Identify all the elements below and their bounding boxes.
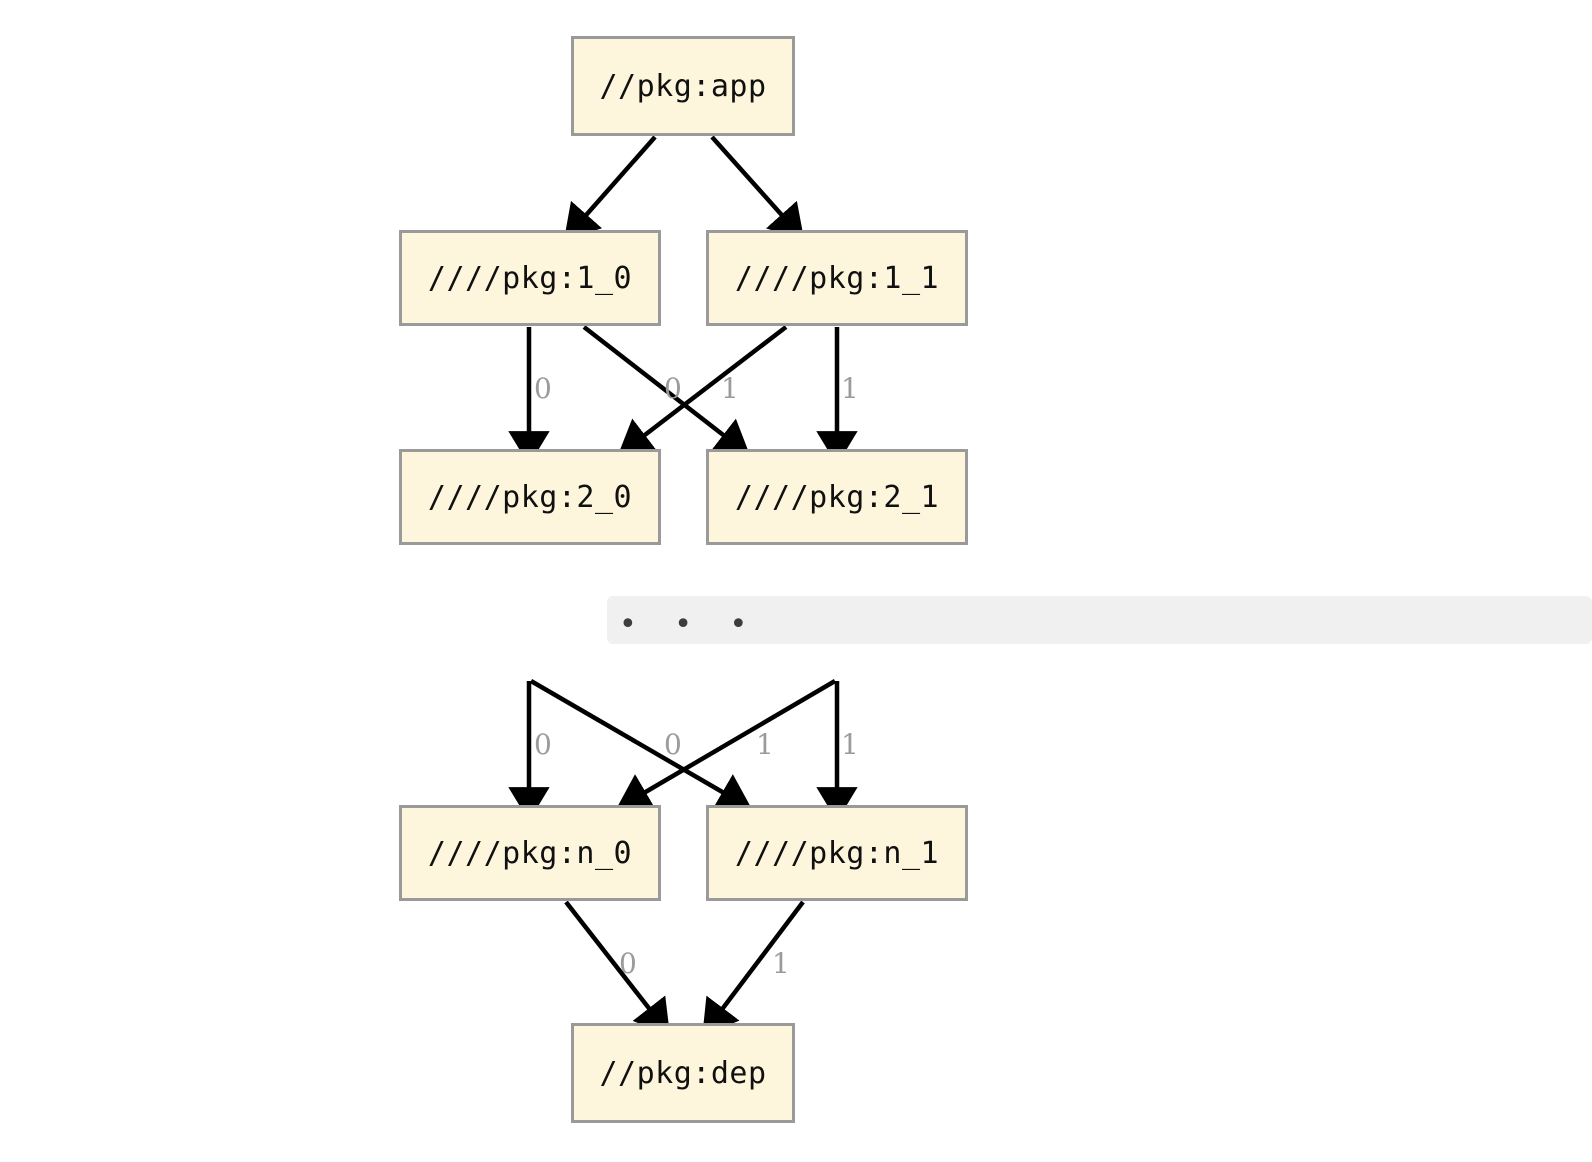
node-pkg-n_0[interactable]: ////pkg:n_0 — [399, 805, 661, 901]
node-label: ////pkg:2_0 — [427, 479, 633, 515]
edge-label-1_1-2_1: 1 — [841, 372, 859, 405]
node-label: ////pkg:1_0 — [427, 260, 633, 296]
node-pkg-2_1[interactable]: ////pkg:2_1 — [706, 449, 968, 545]
node-pkg-n_1[interactable]: ////pkg:n_1 — [706, 805, 968, 901]
node-pkg-app[interactable]: //pkg:app — [571, 36, 795, 136]
edge-label-cont-n_1: 0 — [664, 728, 682, 761]
edge-1_1-to-2_0 — [617, 325, 788, 456]
edge-label-cont-alt-n_0: 1 — [756, 728, 774, 761]
edge-1_0-to-2_1 — [582, 325, 751, 456]
edge-continuation-to-n_1 — [529, 679, 753, 810]
edge-label-n_1-dep: 1 — [772, 947, 790, 980]
edge-label-1_0-2_1: 0 — [664, 372, 682, 405]
edge-n_1-to-dep — [702, 900, 805, 1036]
edge-app-to-1_0 — [563, 135, 657, 241]
edge-label-1_0-2_0: 0 — [534, 372, 552, 405]
node-label: ////pkg:2_1 — [734, 479, 940, 515]
node-label: ////pkg:1_1 — [734, 260, 940, 296]
ellipsis-dots: • • • — [619, 607, 762, 642]
edge-label-n_0-dep: 0 — [619, 947, 637, 980]
node-pkg-dep[interactable]: //pkg:dep — [571, 1023, 795, 1123]
edge-label-1_1-2_0: 1 — [721, 372, 739, 405]
edge-label-cont-n_0: 0 — [534, 728, 552, 761]
node-pkg-1_0[interactable]: ////pkg:1_0 — [399, 230, 661, 326]
node-pkg-1_1[interactable]: ////pkg:1_1 — [706, 230, 968, 326]
graph-truncation-band: • • • — [607, 596, 1592, 644]
edge-label-cont-alt-n_1: 1 — [841, 728, 859, 761]
node-pkg-2_0[interactable]: ////pkg:2_0 — [399, 449, 661, 545]
node-label: ////pkg:n_0 — [427, 835, 633, 871]
edge-app-to-1_1 — [710, 135, 805, 241]
edge-continuation-alt-to-n_0 — [616, 679, 837, 810]
node-label: //pkg:dep — [599, 1055, 767, 1091]
edges-top-section — [508, 135, 858, 466]
node-label: ////pkg:n_1 — [734, 835, 940, 871]
node-label: //pkg:app — [599, 68, 767, 104]
edge-n_0-to-dep — [564, 900, 670, 1036]
edges-bottom-section — [508, 679, 858, 1036]
